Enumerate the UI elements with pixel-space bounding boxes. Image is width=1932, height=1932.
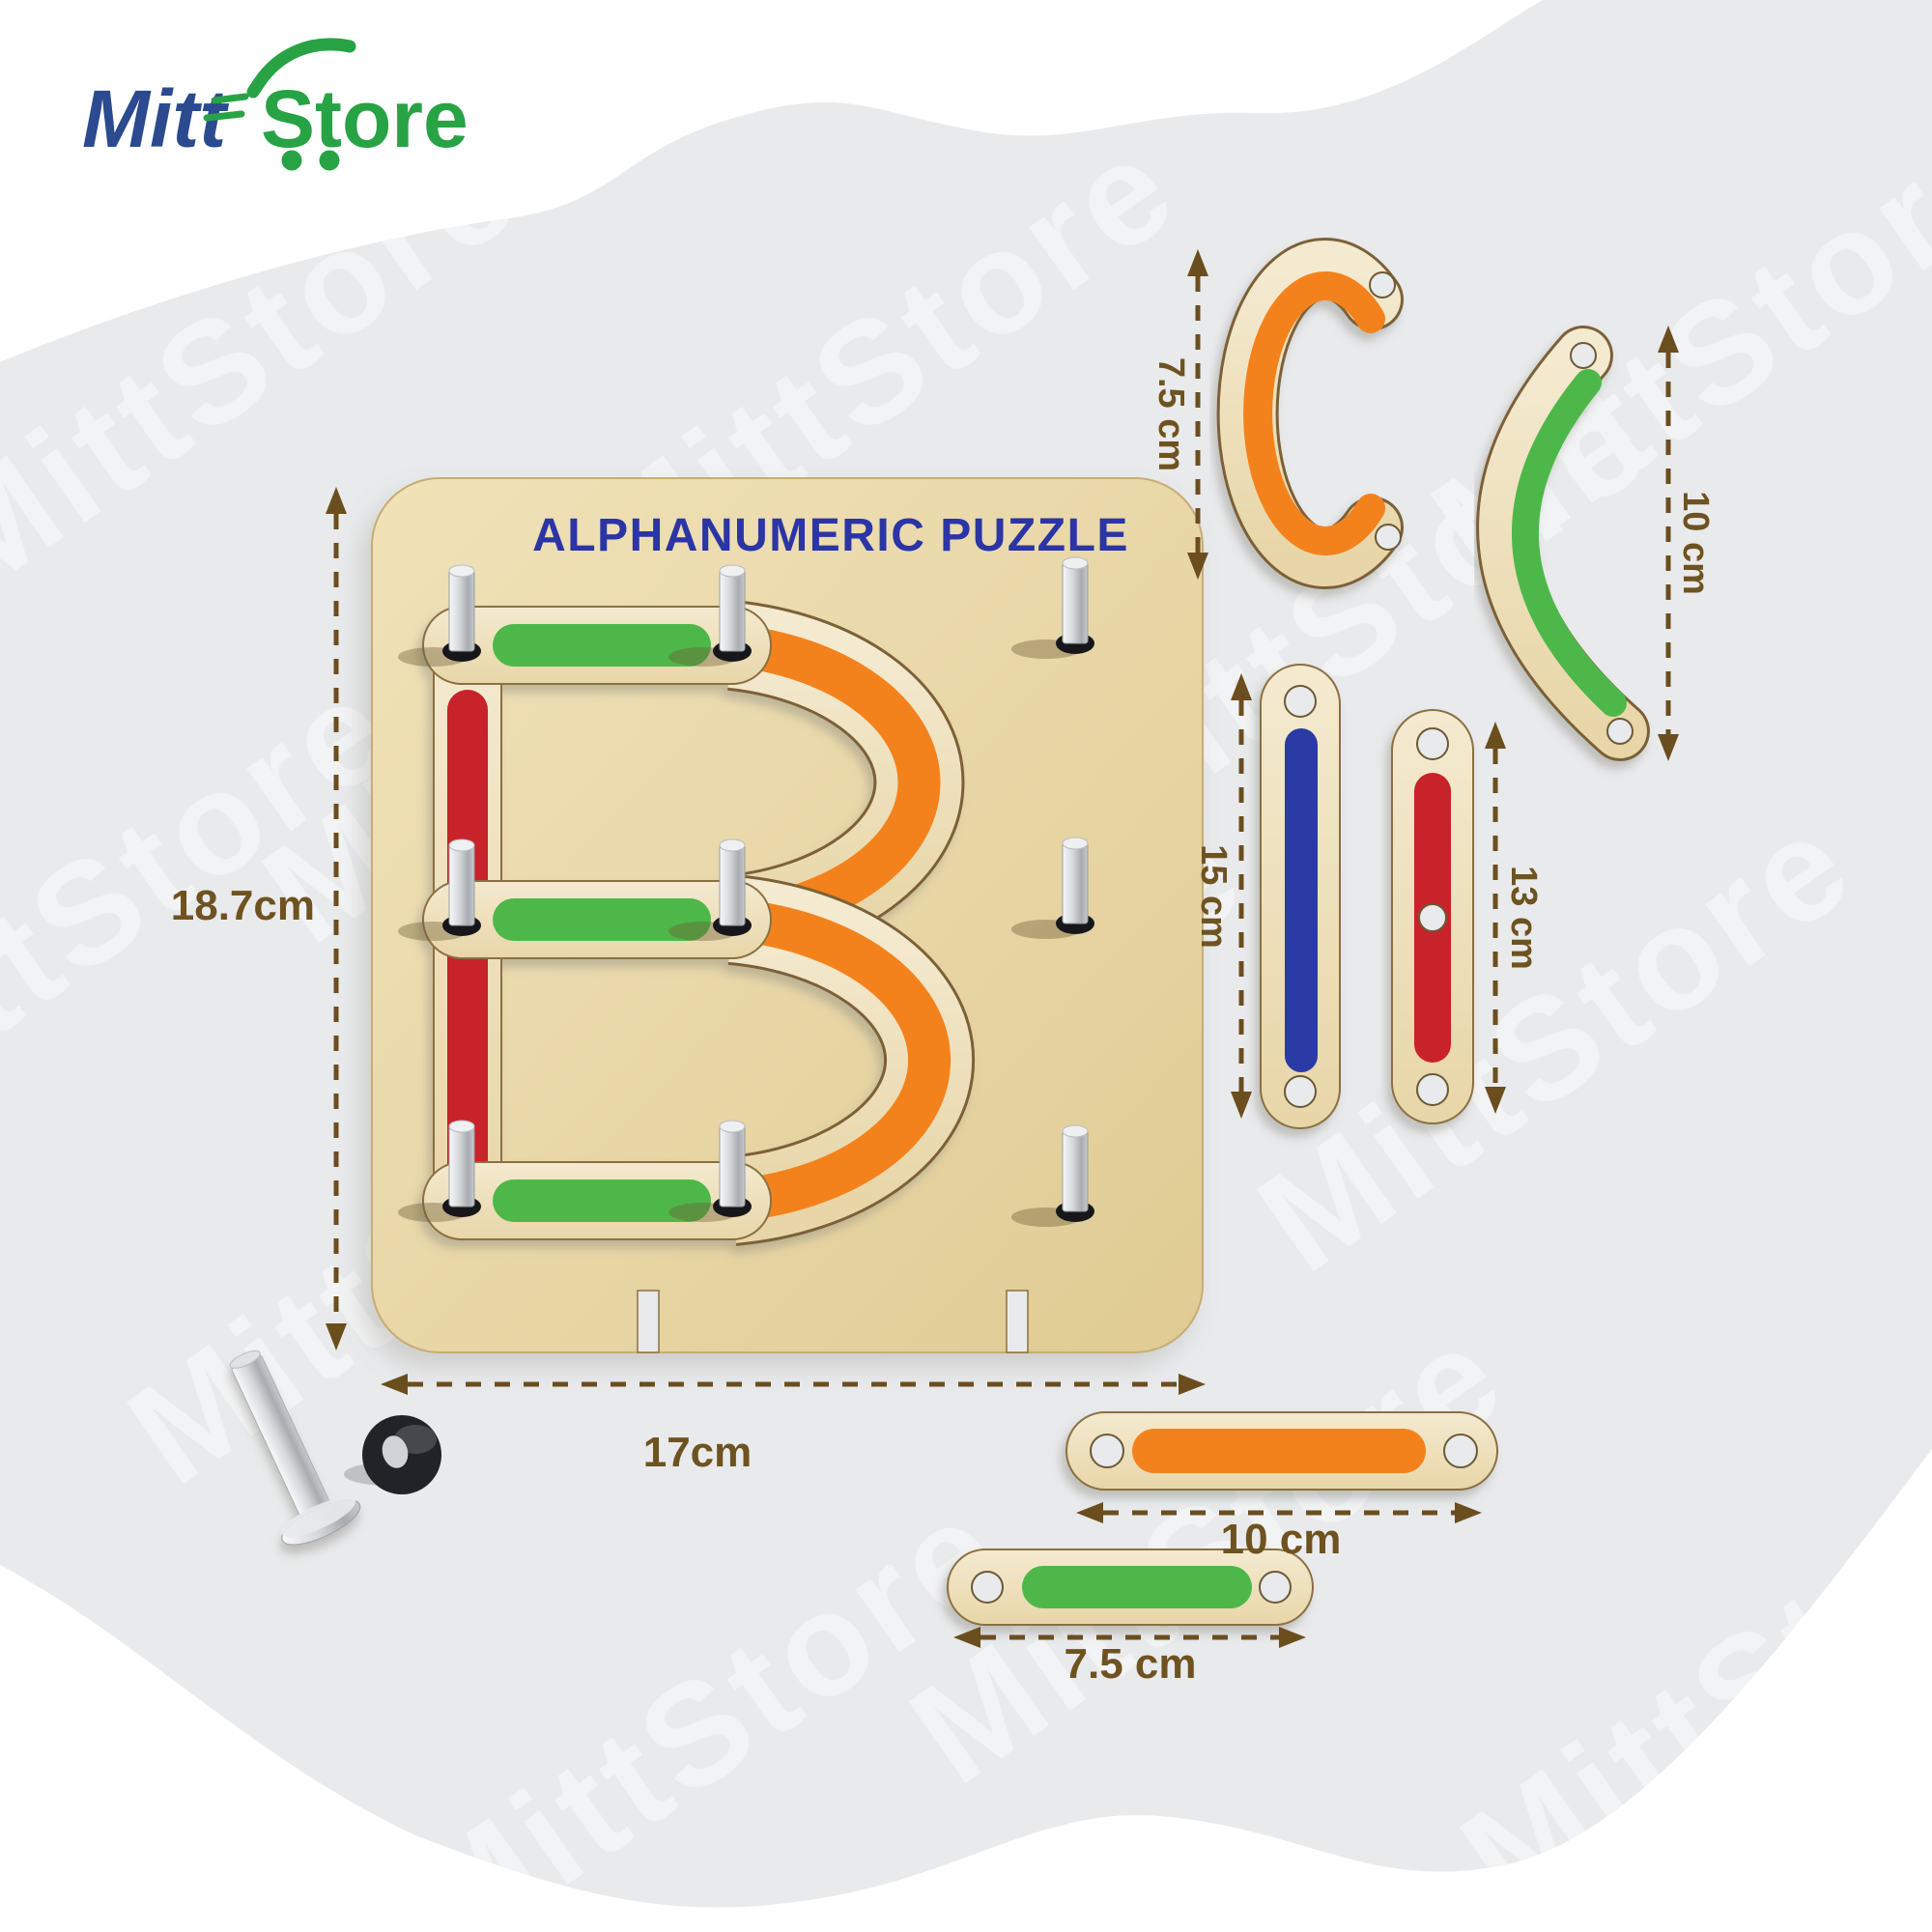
piece-green-stick [947, 1548, 1314, 1626]
board-slot [637, 1290, 660, 1353]
piece-green-arc [1476, 326, 1650, 761]
shopping-cart-icon [203, 38, 356, 171]
top-wave [0, 0, 1543, 362]
dim-label-board-height: 18.7cm [171, 882, 315, 929]
dim-orange-arc: 7.5 cm [1151, 249, 1208, 580]
letter-b-assembly [422, 600, 976, 1246]
dim-board-height: 18.7cm [171, 487, 347, 1350]
dim-label-orange-arc: 7.5 cm [1151, 357, 1191, 471]
piece-red-stick [1391, 709, 1474, 1124]
board-title: ALPHANUMERIC PUZZLE [532, 510, 1129, 561]
metal-pin [229, 1350, 361, 1546]
dim-label-orange-stick: 10 cm [1221, 1516, 1342, 1563]
piece-orange-arc [1216, 238, 1404, 589]
black-washer [344, 1415, 441, 1494]
dim-label-green-stick: 7.5 cm [1065, 1640, 1197, 1688]
dim-green-arc: 10 cm [1658, 326, 1716, 761]
bottom-wave [0, 1449, 1932, 1932]
dim-label-green-arc: 10 cm [1675, 491, 1716, 595]
dim-green-stick: 7.5 cm [953, 1627, 1306, 1688]
dim-label-red-stick: 13 cm [1503, 866, 1544, 970]
dim-board-width: 17cm [381, 1374, 1206, 1476]
dim-label-blue-stick: 15 cm [1193, 844, 1234, 949]
orange-arc-lower [711, 874, 976, 1246]
logo-text-store: Store [261, 73, 469, 164]
piece-blue-stick [1260, 664, 1341, 1129]
dim-red-stick: 13 cm [1485, 722, 1544, 1114]
brand-logo: Mitt Store [82, 38, 469, 171]
dim-blue-stick: 15 cm [1193, 673, 1252, 1119]
piece-orange-stick [1065, 1411, 1498, 1491]
dim-label-board-width: 17cm [643, 1429, 753, 1476]
board-slot [1006, 1290, 1029, 1353]
dim-orange-stick: 10 cm [1076, 1502, 1482, 1563]
puzzle-board: ALPHANUMERIC PUZZLE [371, 477, 1204, 1353]
